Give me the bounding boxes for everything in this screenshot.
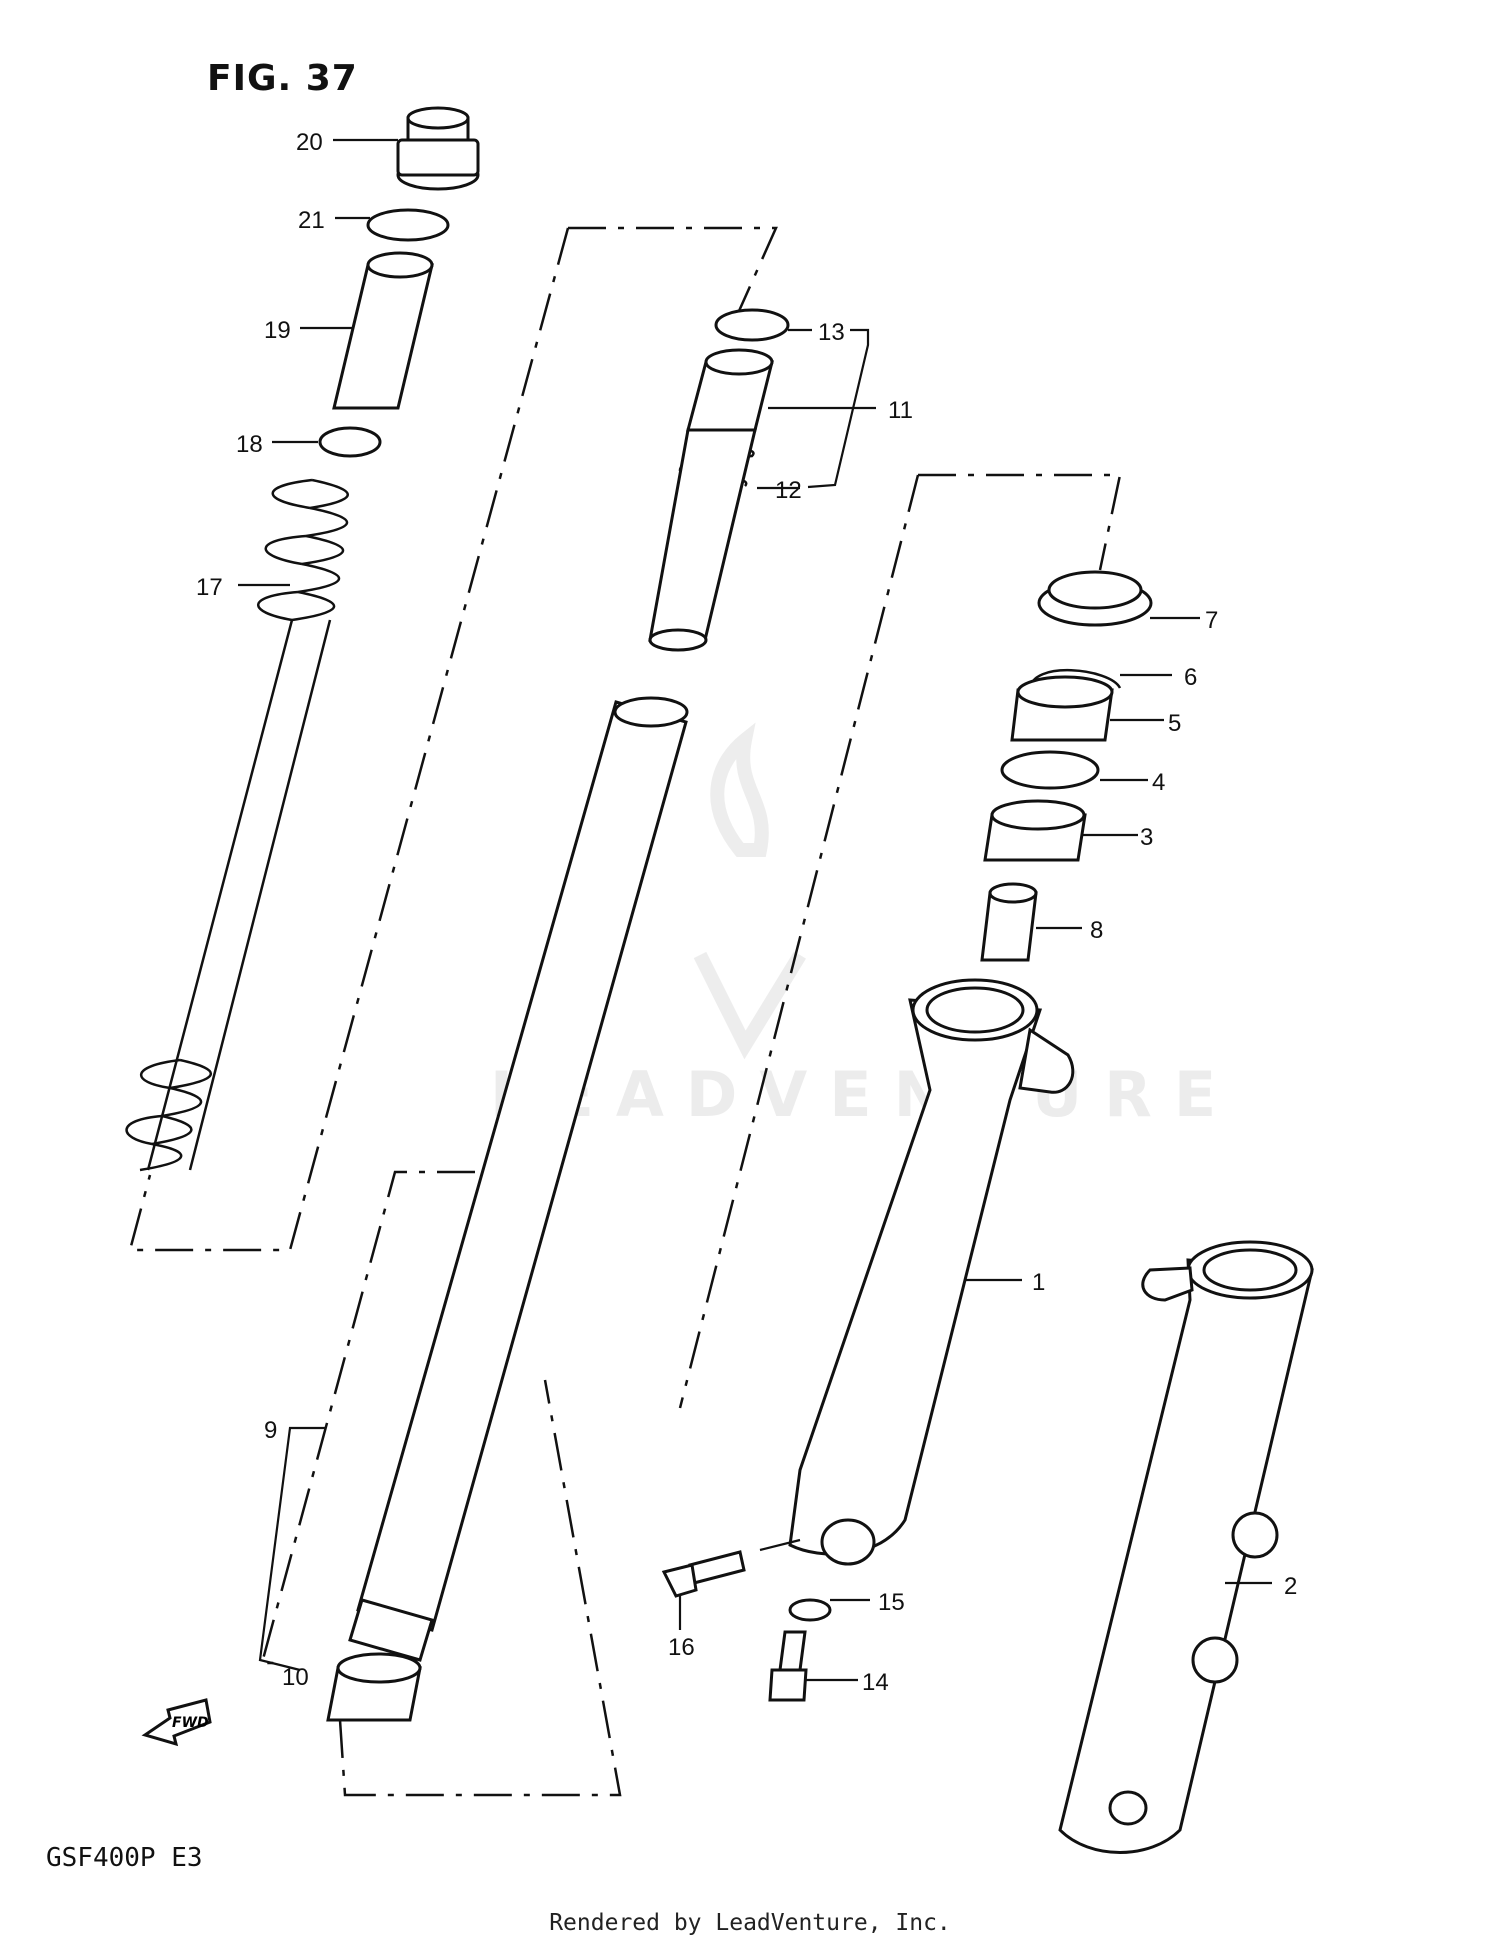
assembly-outline-damper bbox=[260, 1170, 622, 1797]
callout-16: 16 bbox=[668, 1634, 695, 1661]
part-16-bolt bbox=[661, 1550, 746, 1598]
watermark-logo-icon bbox=[693, 722, 806, 1060]
part-7-dust-seal bbox=[1037, 570, 1153, 627]
part-3-guide-bushing bbox=[983, 799, 1087, 862]
callout-18: 18 bbox=[236, 431, 263, 458]
callout-numbers: 1 2 3 4 5 6 7 8 9 10 11 12 13 14 15 16 1… bbox=[196, 129, 1297, 1696]
part-5-oil-seal bbox=[1010, 675, 1114, 742]
callout-6: 6 bbox=[1184, 664, 1197, 691]
callout-10: 10 bbox=[282, 1664, 309, 1691]
callout-7: 7 bbox=[1205, 607, 1218, 634]
callout-3: 3 bbox=[1140, 824, 1153, 851]
damper-rod bbox=[648, 428, 757, 642]
callout-13: 13 bbox=[818, 319, 845, 346]
callout-8: 8 bbox=[1090, 917, 1103, 944]
callout-17: 17 bbox=[196, 574, 223, 601]
part-10-slide-bushing bbox=[326, 1652, 422, 1722]
callout-19: 19 bbox=[264, 317, 291, 344]
callout-15: 15 bbox=[878, 1589, 905, 1616]
footer-credit: Rendered by LeadVenture, Inc. bbox=[549, 1910, 951, 1936]
callout-4: 4 bbox=[1152, 769, 1165, 796]
callout-9: 9 bbox=[264, 1417, 277, 1444]
figure-title: FIG. 37 bbox=[207, 58, 358, 99]
callout-12: 12 bbox=[775, 477, 802, 504]
callout-21: 21 bbox=[298, 207, 325, 234]
part-21-o-ring bbox=[366, 208, 450, 242]
part-15-washer bbox=[788, 1598, 832, 1622]
part-19-spacer bbox=[332, 251, 434, 410]
part-14-bolt bbox=[768, 1630, 808, 1702]
assembly-outline-spring bbox=[128, 226, 778, 1252]
part-20-cap-bolt bbox=[396, 106, 480, 191]
part-4-washer bbox=[1000, 750, 1100, 790]
part-18-washer bbox=[318, 426, 382, 458]
callout-20: 20 bbox=[296, 129, 323, 156]
callout-5: 5 bbox=[1168, 710, 1181, 737]
model-code: GSF400P E3 bbox=[46, 1843, 203, 1873]
fwd-arrow-icon: FWD bbox=[141, 1698, 212, 1747]
assembly-outline-outer-tube bbox=[678, 473, 1122, 1409]
callout-11: 11 bbox=[888, 397, 913, 424]
part-2-outer-tube bbox=[1058, 1240, 1314, 1854]
callout-2: 2 bbox=[1284, 1573, 1297, 1600]
part-9-inner-tube bbox=[348, 696, 689, 1662]
watermark-text: LEADVENTURE bbox=[490, 1058, 1239, 1131]
part-8-oil-lock-piece bbox=[980, 882, 1038, 962]
part-17-spring bbox=[125, 478, 349, 1172]
callout-14: 14 bbox=[862, 1669, 889, 1696]
leader-lines bbox=[238, 138, 1272, 1682]
part-13-ring bbox=[714, 308, 790, 342]
part-11-piston bbox=[686, 348, 774, 432]
callout-1: 1 bbox=[1032, 1269, 1045, 1296]
fwd-label: FWD bbox=[172, 1715, 209, 1731]
part-1-outer-tube bbox=[788, 978, 1075, 1566]
